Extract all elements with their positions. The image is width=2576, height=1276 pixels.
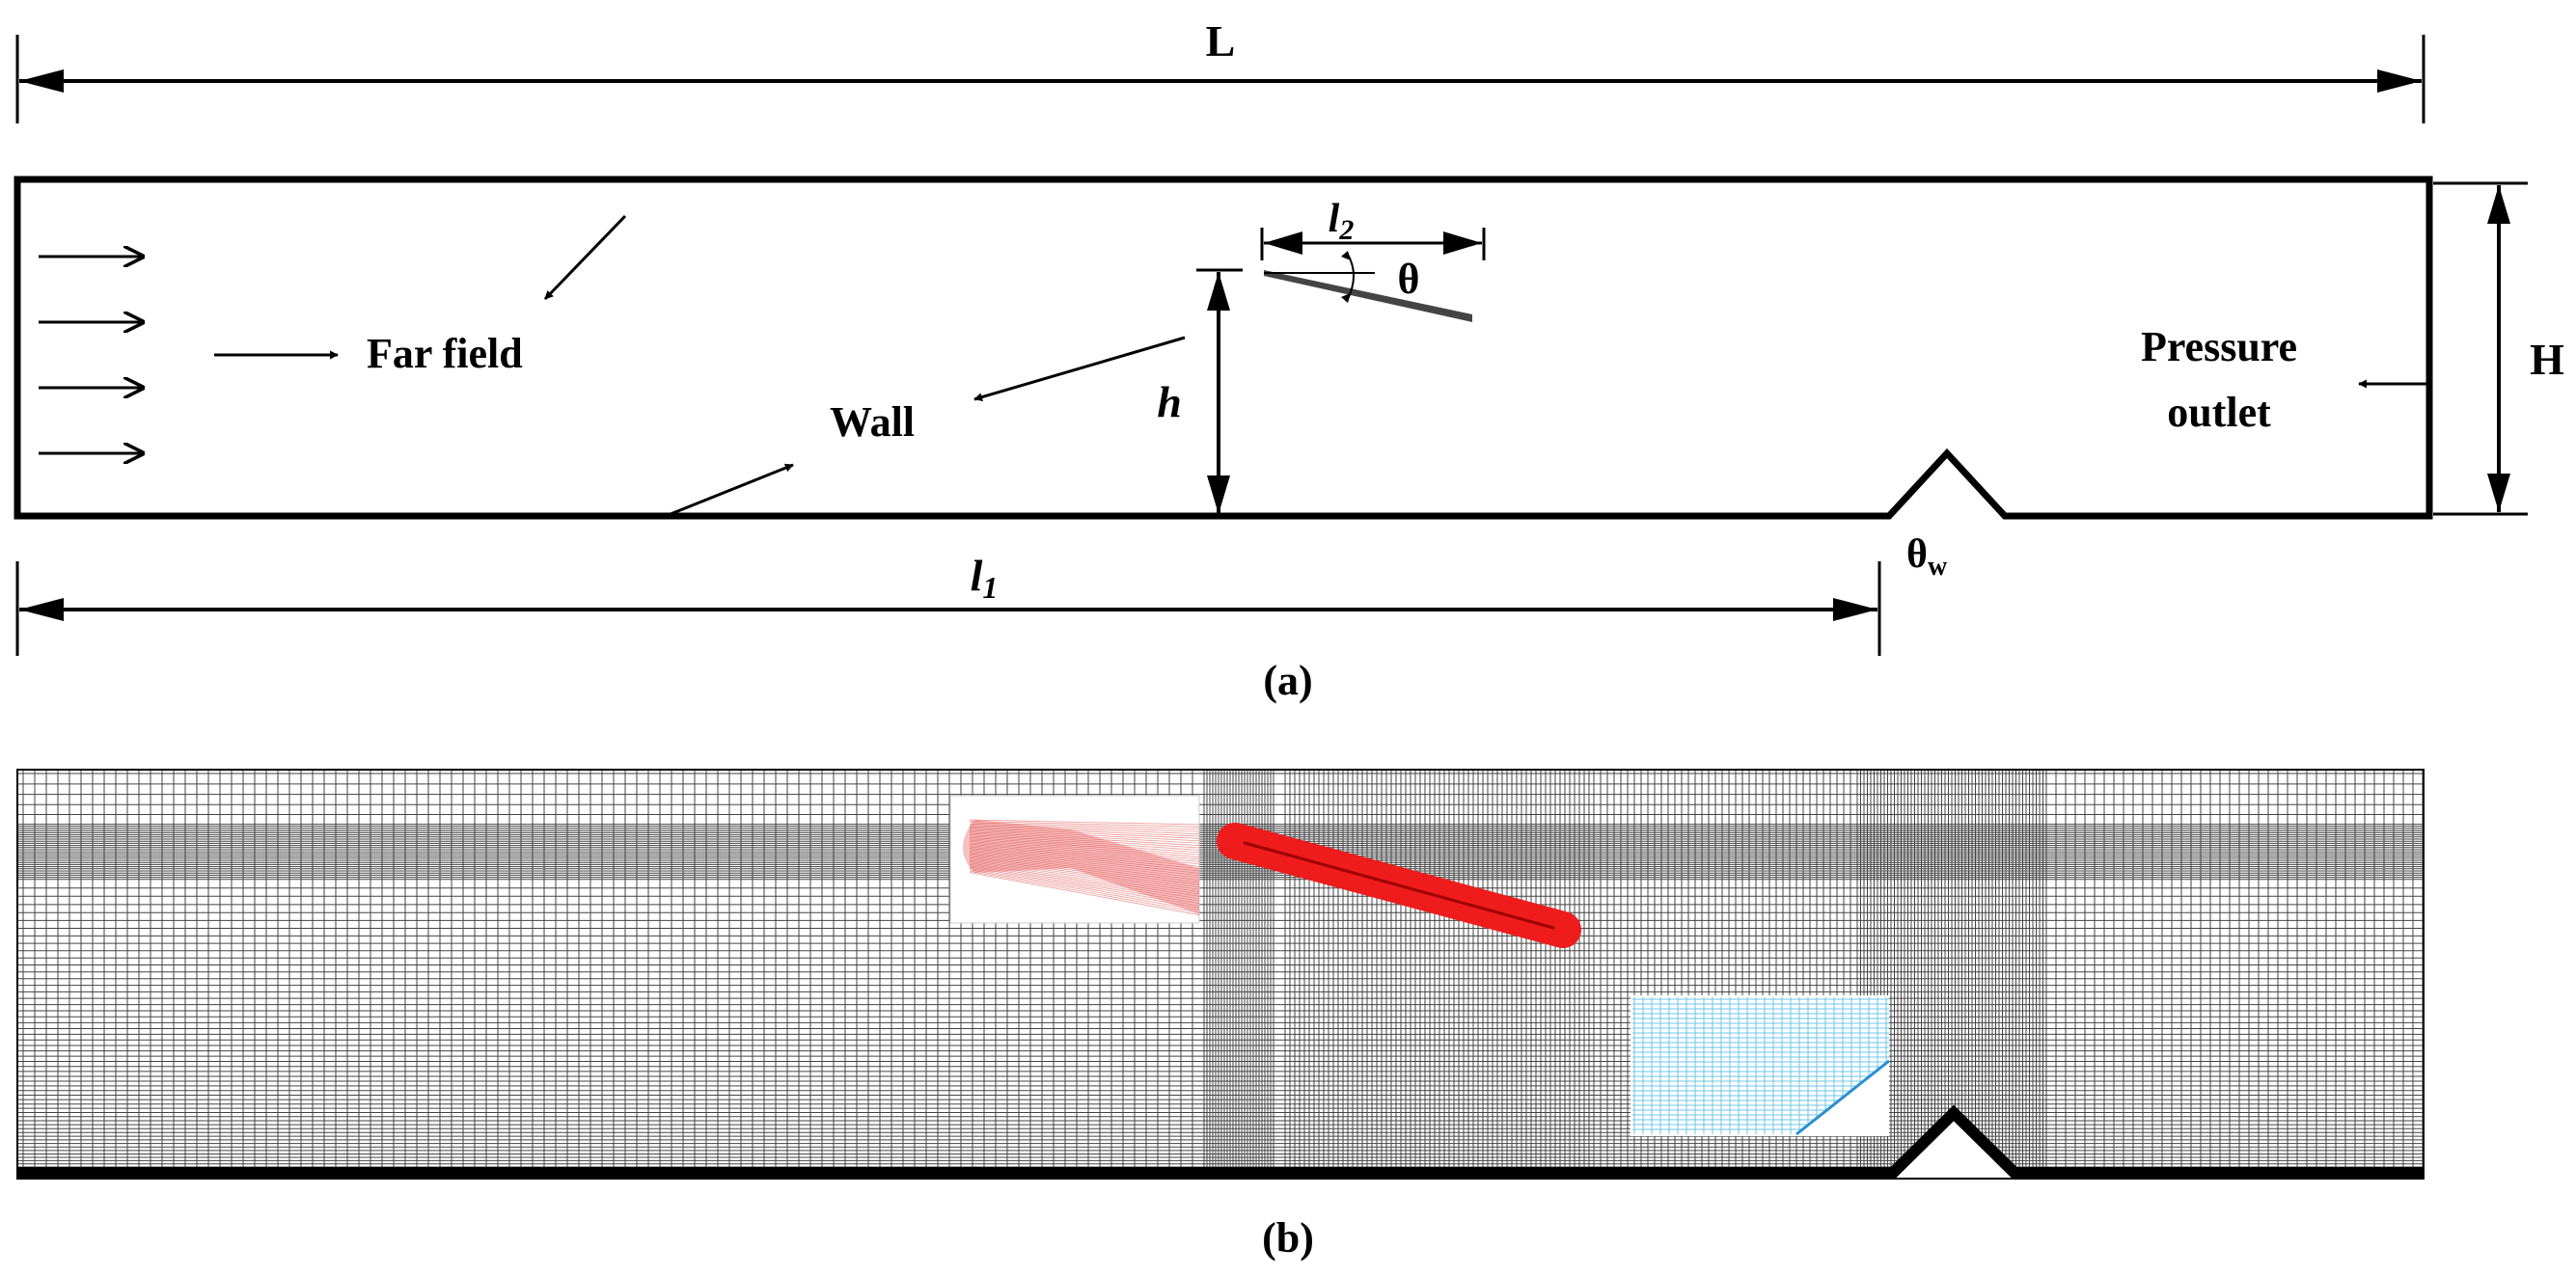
inset-plate-mesh: [949, 795, 1200, 924]
label-h: h: [1157, 377, 1182, 426]
panel-a: L H Far field Wall: [14, 16, 2564, 704]
domain-outline: [14, 176, 2433, 520]
plate: [1264, 270, 1472, 322]
plate-group: l2 θ: [1260, 197, 1486, 322]
inset-wall-mesh: [1631, 995, 1890, 1136]
dim-h: h: [1157, 268, 1243, 514]
label-H: H: [2530, 335, 2564, 384]
caption-a: (a): [1263, 657, 1312, 704]
label-L: L: [1206, 16, 1236, 66]
inflow-arrows: [39, 257, 145, 453]
mesh-grid: [17, 770, 2424, 1179]
mesh-wall: [17, 1104, 2424, 1179]
wall-annotation: Wall: [665, 336, 1186, 518]
label-l1: l1: [971, 551, 999, 605]
label-pressure-1: Pressure: [2141, 323, 2297, 370]
label-far-field: Far field: [367, 330, 523, 377]
label-l2: l2: [1329, 197, 1355, 246]
dim-L: L: [15, 16, 2425, 123]
pressure-outlet-annotation: Pressure outlet: [2141, 323, 2426, 436]
label-pressure-2: outlet: [2167, 389, 2271, 436]
panel-b: (b): [16, 769, 2425, 1262]
mesh-plate: [1217, 823, 1581, 948]
dim-l1: l1: [15, 551, 1881, 656]
label-theta: θ: [1398, 256, 1420, 303]
far-field-annotation: Far field: [214, 214, 627, 377]
label-wall: Wall: [830, 398, 915, 446]
bump-angle: θw: [1893, 493, 1948, 582]
dim-H: H: [2433, 181, 2564, 516]
caption-b: (b): [1262, 1214, 1314, 1262]
label-theta-w: θw: [1906, 532, 1948, 582]
